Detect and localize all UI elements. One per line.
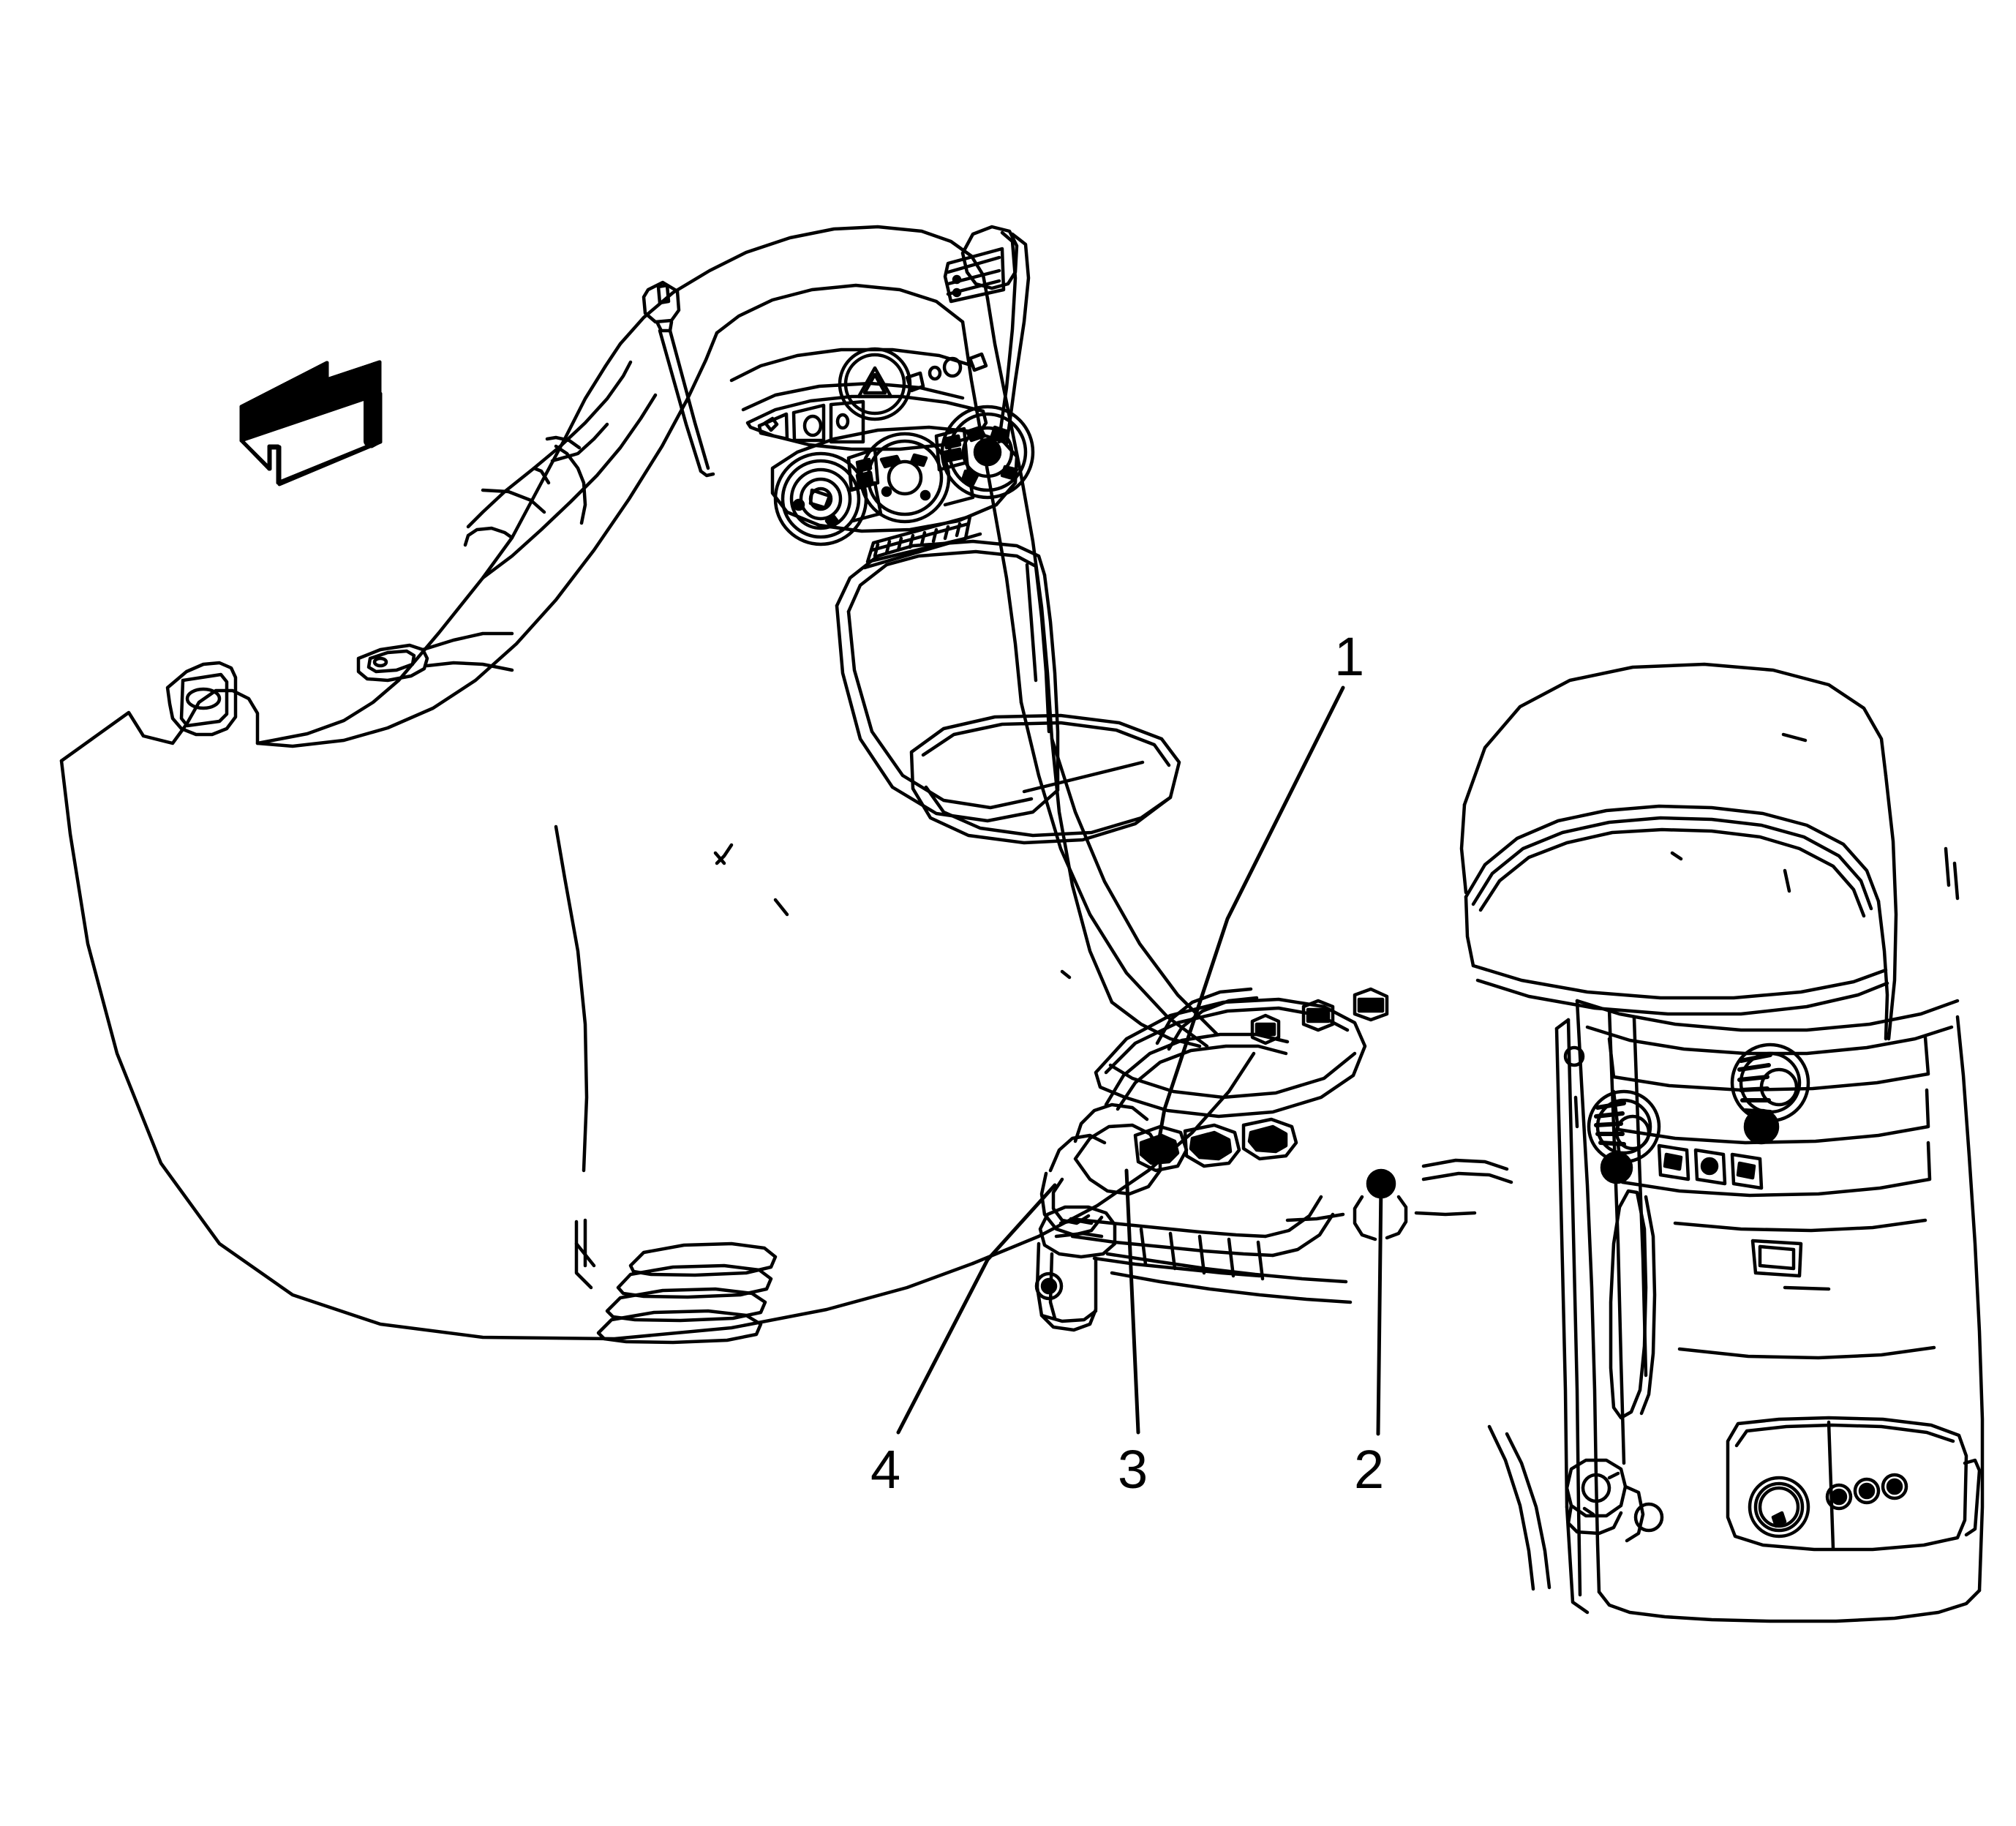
rear-console-assembly — [1459, 662, 1985, 1623]
rear-hvac-buttons — [1657, 1143, 1764, 1190]
console-front-bracket — [1034, 1205, 1117, 1332]
climate-control-panel — [770, 405, 1035, 546]
callout-label-3: 3 — [1118, 1439, 1148, 1500]
callout-label-4: 4 — [870, 1439, 901, 1500]
front-console-side-trim-panel — [59, 331, 975, 1345]
rear-console-mount-eyelet — [1565, 1458, 1664, 1543]
callout-leader-lines — [896, 685, 1383, 1436]
callout-label-1: 1 — [1334, 626, 1365, 687]
rear-hvac-knobs — [1587, 1042, 1810, 1184]
switch-bank — [745, 347, 988, 451]
console-armrest-lid — [1459, 662, 1960, 1041]
harness-clip-top-left — [642, 280, 715, 478]
console-grille-slots — [862, 514, 982, 570]
console-retainer-clip-top — [943, 225, 1031, 446]
callout-label-2: 2 — [1354, 1439, 1385, 1500]
shift-lever-opening — [835, 539, 1060, 823]
rear-console-trim-panel — [1563, 999, 1985, 1623]
lower-accessory-panel — [1726, 1416, 1982, 1552]
view-direction-arrow — [239, 360, 383, 486]
front-floor-console-body — [618, 225, 1367, 1266]
rear-floor-air-outlet — [574, 1218, 778, 1345]
console-storage-tray — [909, 713, 1181, 845]
console-wiring-harness — [1034, 987, 1513, 1332]
